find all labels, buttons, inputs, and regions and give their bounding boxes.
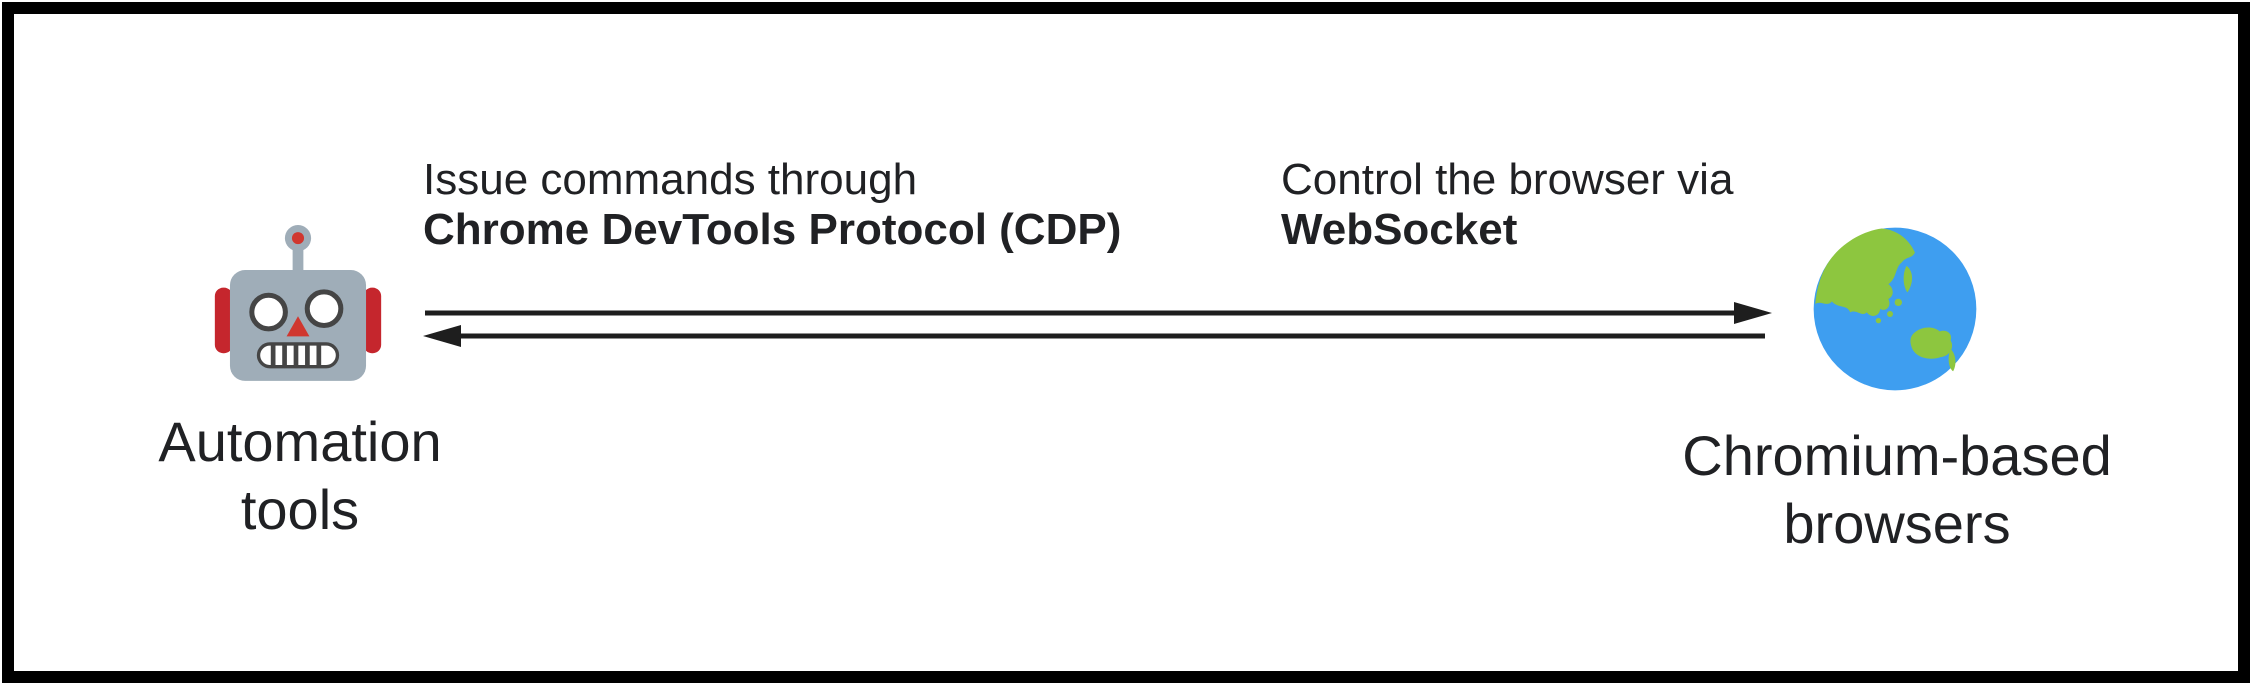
websocket-arrow-left: [423, 325, 1765, 347]
automation-tools-label: Automation tools: [100, 408, 500, 544]
automation-tools-label-line1: Automation: [158, 410, 442, 473]
connection-arrows: [423, 302, 1772, 347]
cdp-arrow-right: [425, 302, 1772, 324]
robot-icon: [214, 225, 382, 381]
chromium-browsers-label-line1: Chromium-based: [1682, 424, 2112, 487]
chromium-browsers-label: Chromium-based browsers: [1647, 422, 2147, 558]
cdp-arrow-label: Issue commands through Chrome DevTools P…: [423, 155, 1121, 255]
globe-asia-icon: [1813, 227, 1977, 391]
websocket-arrow-label: Control the browser via WebSocket: [1281, 155, 1733, 255]
websocket-arrow-label-line2: WebSocket: [1281, 205, 1518, 254]
chromium-browsers-label-line2: browsers: [1783, 492, 2011, 555]
websocket-arrow-label-line1: Control the browser via: [1281, 155, 1734, 204]
automation-tools-label-line2: tools: [240, 478, 360, 541]
cdp-arrow-label-line2: Chrome DevTools Protocol (CDP): [423, 205, 1122, 254]
cdp-arrow-label-line1: Issue commands through: [423, 155, 918, 204]
